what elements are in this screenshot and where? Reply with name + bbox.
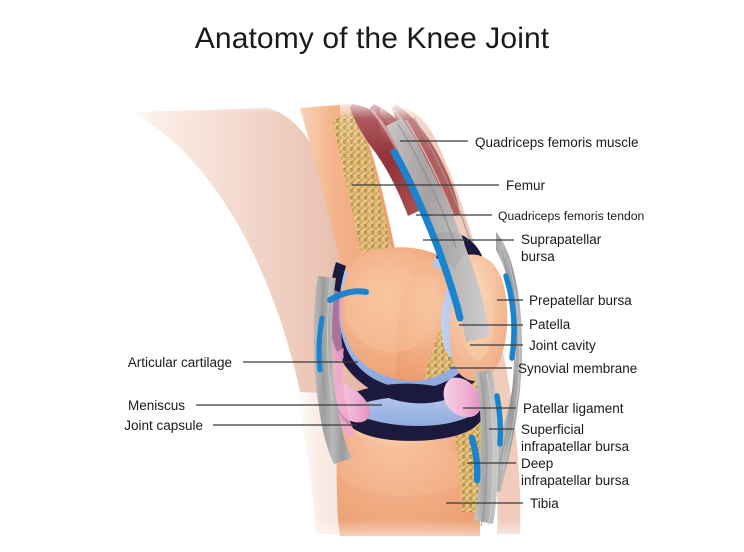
label-articular-cartilage: Articular cartilage — [127, 355, 232, 370]
bursae — [316, 148, 517, 484]
label-joint-cavity: Joint cavity — [529, 338, 596, 353]
suprapatellar-recess-marker — [327, 288, 369, 303]
label-quadriceps-femoris-muscle: Quadriceps femoris muscle — [475, 135, 639, 150]
suprapatellar-bursa-marker — [390, 148, 464, 322]
quadriceps-femoris-tendon — [380, 100, 500, 342]
label-tibia: Tibia — [530, 496, 559, 511]
label-deep-infrapatellar-bursa: Deep infrapatellar bursa — [521, 456, 630, 488]
label-patella: Patella — [529, 317, 571, 332]
label-patellar-ligament: Patellar ligament — [523, 401, 624, 416]
deep-infrapatellar-bursa-marker — [468, 434, 481, 484]
page-title: Anatomy of the Knee Joint — [194, 22, 550, 55]
label-meniscus: Meniscus — [127, 398, 185, 413]
label-femur: Femur — [506, 178, 546, 193]
prepatellar-bursa-marker — [503, 273, 517, 361]
meniscus — [331, 290, 482, 438]
label-superficial-infrapatellar-bursa: Superficial infrapatellar bursa — [521, 422, 630, 454]
label-quadriceps-femoris-tendon: Quadriceps femoris tendon — [498, 209, 645, 223]
leader-lines — [196, 140, 523, 504]
label-synovial-membrane: Synovial membrane — [518, 361, 638, 376]
superficial-infrapatellar-bursa-marker — [494, 393, 504, 447]
posterior-bursa-marker — [316, 315, 325, 373]
label-suprapatellar-bursa: Suprapatellar bursa — [521, 232, 602, 264]
label-prepatellar-bursa: Prepatellar bursa — [529, 293, 632, 308]
label-joint-capsule: Joint capsule — [124, 418, 203, 433]
